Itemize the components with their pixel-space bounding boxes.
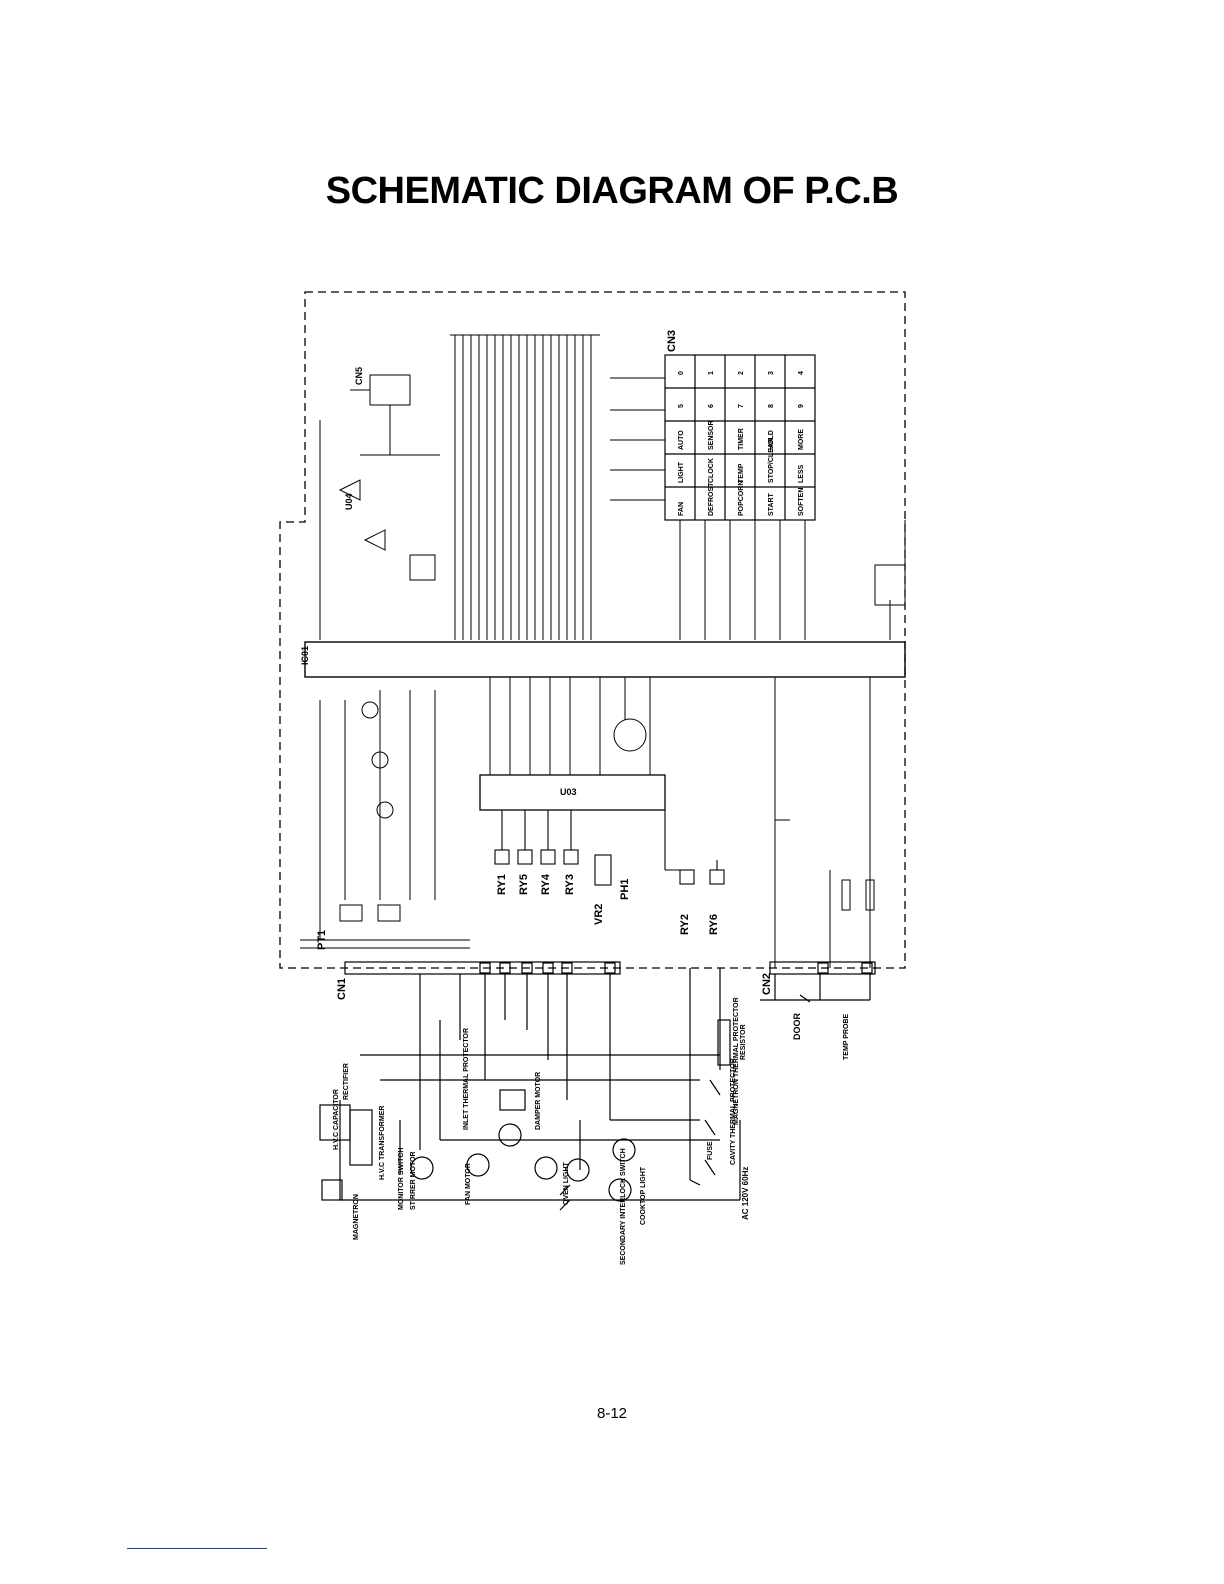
key-label: 9 — [798, 404, 805, 408]
label-cn5: CN5 — [354, 367, 364, 385]
label-secondary-interlock: SECONDARY INTERLOCK SWITCH — [620, 1148, 627, 1265]
label-ph1: PH1 — [619, 879, 631, 900]
key-label: MORE — [798, 429, 805, 450]
key-label: 0 — [678, 371, 685, 375]
label-cn1: CN1 — [336, 978, 348, 1000]
page-number: 8-12 — [596, 1405, 628, 1422]
key-label: TEMP — [738, 463, 745, 483]
keypad-matrix — [664, 354, 816, 521]
label-vr2: VR2 — [593, 904, 605, 925]
page-title: SCHEMATIC DIAGRAM OF P.C.B — [325, 170, 899, 212]
key-label: 1 — [708, 371, 715, 375]
sensor-section — [319, 374, 440, 640]
label-u03: U03 — [560, 787, 577, 797]
external-components — [319, 1019, 731, 1211]
label-magnetron-thermal: MAGNETRON THERMAL PROTECTOR — [733, 997, 740, 1125]
label-ry2: RY2 — [679, 914, 691, 935]
label-stirrer-motor: STIRRER MOTOR — [410, 1151, 417, 1210]
label-resistor: RESISTOR — [740, 1024, 747, 1060]
label-cavity-thermal: CAVITY THERMAL PROTECTOR — [730, 1058, 737, 1165]
label-monitor-switch: MONITOR SWITCH — [398, 1148, 405, 1210]
label-ry3: RY3 — [564, 874, 576, 895]
label-hv-transformer: H.V.C TRANSFORMER — [379, 1106, 386, 1180]
connector-cn2 — [769, 961, 876, 975]
keypad-bus — [610, 377, 806, 640]
key-label: SENSOR — [708, 420, 715, 450]
key-label: LIGHT — [678, 461, 685, 483]
label-u04: U04 — [344, 493, 354, 510]
key-label: 8 — [768, 404, 775, 408]
crystal-oscillator — [874, 520, 906, 640]
label-hv-capacitor: H.V.C CAPACITOR — [333, 1089, 340, 1150]
label-cn2: CN2 — [761, 973, 773, 995]
key-label: 3 — [768, 371, 775, 375]
key-label: START — [768, 492, 775, 516]
label-ac-input: AC 120V 60Hz — [741, 1167, 750, 1220]
key-label: DEFROST — [708, 482, 715, 516]
driver-ic-u03 — [479, 774, 666, 811]
ic-connections — [489, 677, 871, 968]
label-ic01: IC01 — [300, 646, 310, 665]
power-supply — [300, 690, 470, 949]
key-label: 7 — [738, 404, 745, 408]
pcb-boundary — [279, 291, 906, 969]
label-oven-light: OVEN LIGHT — [563, 1161, 570, 1205]
key-label: FAN — [678, 502, 685, 516]
label-cooktop-light: COOKTOP LIGHT — [640, 1166, 647, 1225]
label-vent-thermal: INLET THERMAL PROTECTOR — [463, 1028, 470, 1130]
connector-cn1 — [344, 961, 621, 975]
key-label: 2 — [738, 371, 745, 375]
label-magnetron: MAGNETRON — [353, 1194, 360, 1240]
key-label: 6 — [708, 404, 715, 408]
key-label: LESS — [798, 464, 805, 483]
label-pt1: PT1 — [316, 930, 328, 950]
key-label: HOLD — [768, 430, 775, 450]
label-temp-probe: TEMP PROBE — [843, 1014, 850, 1060]
key-label: 5 — [678, 404, 685, 408]
label-ry5: RY5 — [518, 874, 530, 895]
label-cn3: CN3 — [666, 330, 678, 352]
label-ry1: RY1 — [496, 874, 508, 895]
keypad-labels: 0 1 2 3 4 5 6 7 8 9 AUTO SENSOR TIMER HO… — [678, 371, 805, 516]
display-bus — [450, 334, 600, 640]
key-label: POPCORN — [738, 481, 745, 516]
key-label: STOP/CLEAR — [768, 438, 775, 483]
label-door: DOOR — [792, 1012, 802, 1040]
right-passives — [775, 819, 875, 968]
main-ic — [304, 641, 906, 678]
label-fuse: FUSE — [707, 1141, 714, 1160]
label-ry6: RY6 — [708, 914, 720, 935]
footer-rule — [127, 1548, 267, 1549]
key-label: TIMER — [738, 428, 745, 450]
key-label: SOFTEN — [798, 488, 805, 516]
key-label: 4 — [798, 371, 805, 375]
label-damper-motor: DAMPER MOTOR — [535, 1072, 542, 1130]
component-labels: IC01 U03 U04 CN1 CN2 CN3 CN5 PT1 PH1 VR2… — [300, 330, 850, 1265]
external-wiring — [339, 968, 871, 1201]
label-ry4: RY4 — [540, 873, 552, 895]
key-label: AUTO — [678, 430, 685, 450]
relay-block — [494, 810, 725, 886]
key-label: CLOCK — [708, 458, 715, 483]
label-rectifier: RECTIFIER — [343, 1063, 350, 1100]
label-fan-motor: FAN MOTOR — [465, 1163, 472, 1205]
